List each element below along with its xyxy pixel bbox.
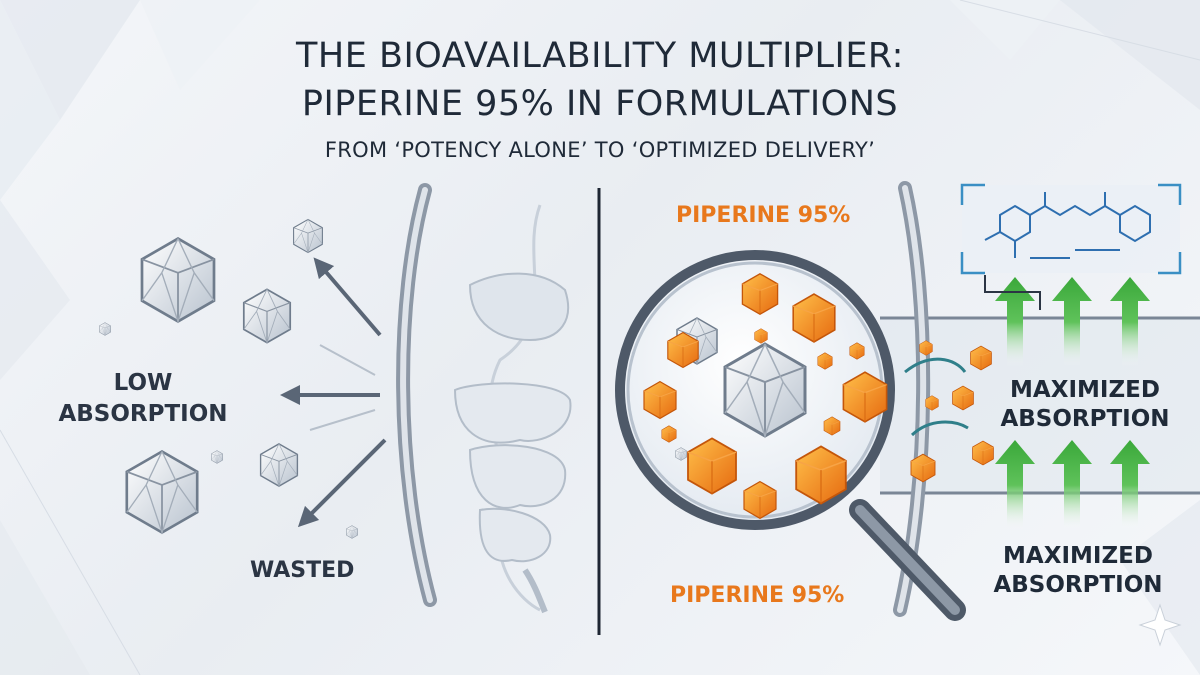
maximized-absorption-label-top: MAXIMIZED ABSORPTION (1000, 377, 1170, 432)
maximized-absorption-label-bottom: MAXIMIZED ABSORPTION (993, 543, 1163, 598)
deflect-arrows (280, 257, 387, 528)
teal-uptake-swooshes (904, 357, 969, 437)
low-absorption-label: LOW ABSORPTION (58, 370, 228, 427)
subtitle: FROM ‘POTENCY ALONE’ TO ‘OPTIMIZED DELIV… (324, 138, 876, 162)
sparkle-icon (1138, 603, 1182, 647)
gut-illustration (453, 204, 572, 614)
green-arrows (995, 277, 1150, 530)
molecule-inset (960, 183, 1182, 310)
wasted-label: WASTED (250, 558, 355, 583)
title-line-1: THE BIOAVAILABILITY MULTIPLIER: (296, 36, 904, 76)
title-line-2: PIPERINE 95% IN FORMULATIONS (301, 84, 899, 124)
piperine-label-top: PIPERINE 95% (676, 203, 851, 228)
piperine-label-bottom: PIPERINE 95% (670, 583, 845, 608)
